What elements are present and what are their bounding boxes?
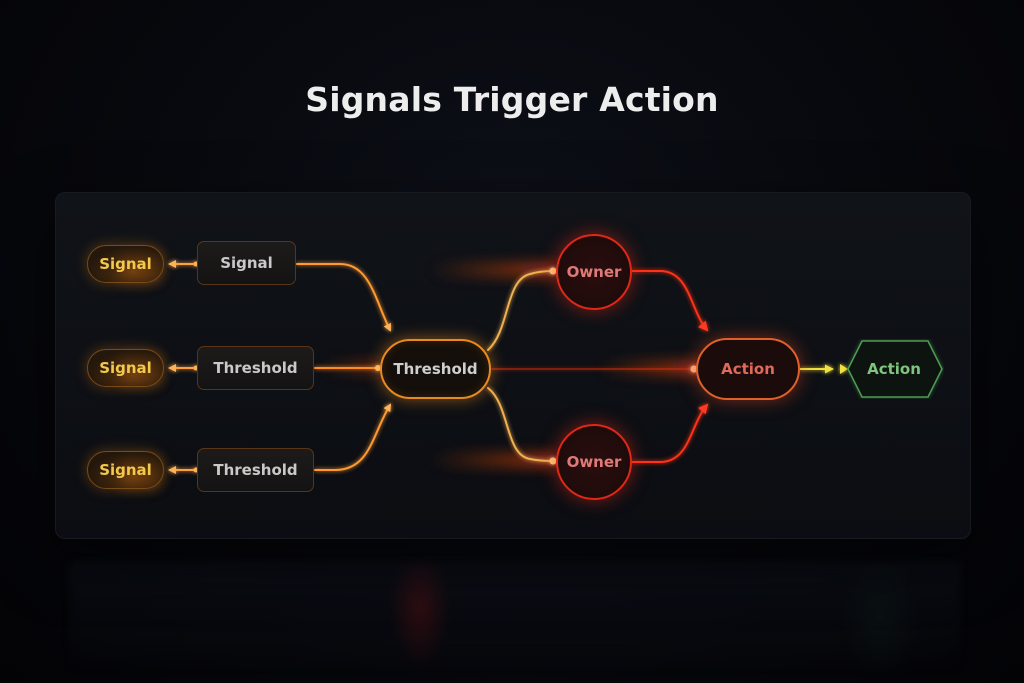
action-output-node[interactable]: Action: [844, 339, 944, 399]
floor-reflection: [70, 562, 960, 672]
action-node[interactable]: Action: [696, 338, 800, 400]
owner-node-bottom[interactable]: Owner: [556, 424, 632, 500]
edge-owner1-action: [631, 403, 709, 463]
signal-node-2[interactable]: Signal: [87, 349, 164, 387]
hexagon-shape: [846, 340, 944, 398]
edge-input0-hub: [296, 263, 391, 332]
threshold-hub-node[interactable]: Threshold: [380, 339, 491, 399]
signal-node-label: Signal: [99, 359, 152, 377]
owner-node-label: Owner: [566, 263, 622, 281]
owner-node-label: Owner: [566, 453, 622, 471]
input-node-label: Threshold: [213, 359, 298, 377]
signal-node-3[interactable]: Signal: [87, 451, 164, 489]
action-node-label: Action: [721, 360, 775, 378]
owner-node-top[interactable]: Owner: [556, 234, 632, 310]
edge-input2-hub: [314, 403, 392, 471]
input-node-threshold-1[interactable]: Threshold: [197, 346, 314, 390]
input-node-label: Signal: [220, 254, 273, 272]
edge-hub-owner0: [487, 270, 554, 351]
signal-node-1[interactable]: Signal: [87, 245, 164, 283]
hub-node-label: Threshold: [393, 360, 478, 378]
input-node-label: Threshold: [213, 461, 298, 479]
edge-hub-owner1: [487, 387, 554, 462]
output-node-label: Action: [867, 360, 921, 378]
diagram-title: Signals Trigger Action: [305, 80, 719, 119]
signal-node-label: Signal: [99, 255, 152, 273]
signal-node-label: Signal: [99, 461, 152, 479]
input-node-signal[interactable]: Signal: [197, 241, 296, 285]
input-node-threshold-2[interactable]: Threshold: [197, 448, 314, 492]
edge-owner0-action: [631, 270, 709, 332]
